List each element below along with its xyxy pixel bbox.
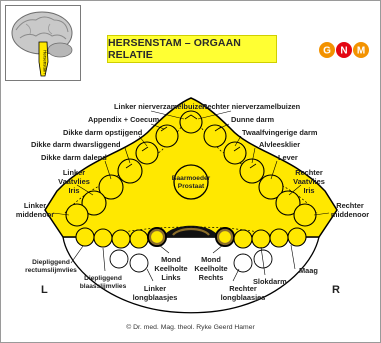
label-mond-links-3: Links bbox=[161, 273, 180, 282]
label-vaatvlies-links-2: Vaatvlies bbox=[58, 177, 90, 186]
label-maag: Maag bbox=[299, 266, 318, 275]
uterus-prostate-circle bbox=[174, 165, 208, 199]
label-mond-rechts-3: Rechts bbox=[199, 273, 224, 282]
label-mond-links-2: Keelholte bbox=[154, 264, 187, 273]
label-long-rechts-1: Rechter bbox=[229, 284, 257, 293]
label-vaatvlies-rechts-1: Rechter bbox=[295, 168, 323, 177]
label-slokdarm: Slokdarm bbox=[253, 277, 287, 286]
label-side-left: L bbox=[41, 284, 48, 296]
label-appendix: Appendix + Coecum bbox=[88, 115, 160, 124]
prostate-label: Prostaat bbox=[178, 183, 205, 190]
label-long-links-1: Linker bbox=[144, 284, 166, 293]
label-blaas-2: blaasslijmvlies bbox=[80, 283, 127, 290]
label-middenoor-rechts-1: Rechter bbox=[336, 201, 364, 210]
label-dikke-dalend: Dikke darm dalend bbox=[41, 153, 107, 162]
label-alvleesklier: Alvleesklier bbox=[259, 140, 300, 149]
label-vaatvlies-links-3: Iris bbox=[68, 186, 79, 195]
label-vaatvlies-rechts-2: Vaatvlies bbox=[293, 177, 325, 186]
label-blaas-1: Diepliggend bbox=[84, 275, 122, 282]
label-dikke-opstijgend: Dikke darm opstijgend bbox=[63, 128, 143, 137]
label-rectum-1: Diepliggend bbox=[32, 259, 70, 266]
label-mond-links-1: Mond bbox=[161, 255, 181, 264]
label-mond-rechts-1: Mond bbox=[201, 255, 221, 264]
uterus-label: Baarmoeder bbox=[172, 175, 211, 182]
label-long-links-2: longblaasjes bbox=[133, 293, 178, 302]
label-middenoor-links-2: middenoor bbox=[16, 210, 54, 219]
label-middenoor-links-1: Linker bbox=[24, 201, 46, 210]
label-middenoor-rechts-2: middenoor bbox=[331, 210, 369, 219]
label-dunne-darm: Dunne darm bbox=[231, 115, 275, 124]
label-side-right: R bbox=[332, 284, 340, 296]
label-mond-rechts-2: Keelholte bbox=[194, 264, 227, 273]
label-twaalfvinger: Twaalfvingerige darm bbox=[242, 128, 318, 137]
label-vaatvlies-rechts-3: Iris bbox=[303, 186, 314, 195]
label-long-rechts-2: longblaasjes bbox=[221, 293, 266, 302]
label-dikke-dwars: Dikke darm dwarsliggend bbox=[31, 140, 121, 149]
credit-line: © Dr. med. Mag. theol. Ryke Geerd Hamer bbox=[1, 324, 380, 331]
label-rectum-2: rectumslijmvlies bbox=[25, 267, 77, 274]
label-nier-rechts: Rechter nierverzamelbuizen bbox=[202, 102, 301, 111]
label-lever: Lever bbox=[278, 153, 298, 162]
label-vaatvlies-links-1: Linker bbox=[63, 168, 85, 177]
label-nier-links: Linker nierverzamelbuizen bbox=[114, 102, 207, 111]
